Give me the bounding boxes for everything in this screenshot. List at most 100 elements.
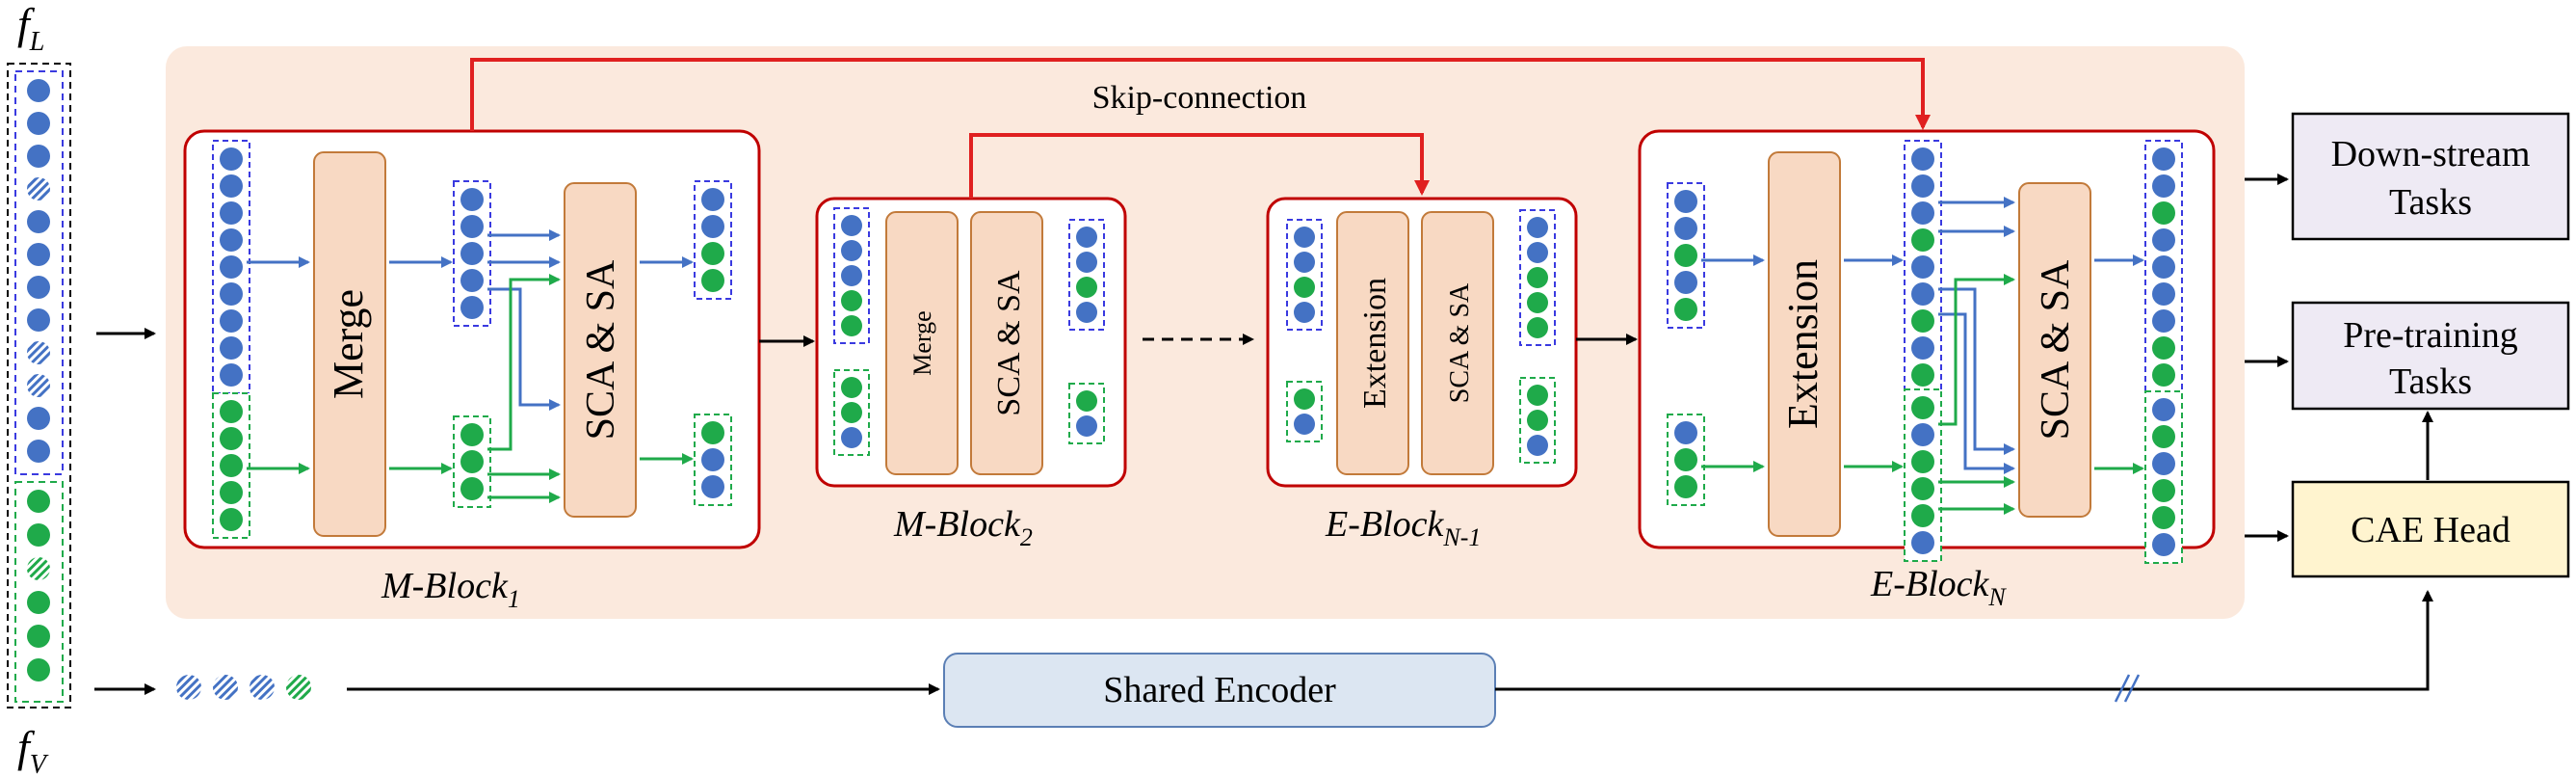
token: [460, 269, 484, 292]
token: [460, 215, 484, 238]
cae-head-label: CAE Head: [2351, 510, 2510, 550]
en-vis-out: [2144, 390, 2183, 564]
token: [1911, 477, 1934, 500]
f-l-label: fL: [17, 0, 44, 57]
token: [27, 79, 50, 102]
token: [1674, 190, 1697, 213]
token: [220, 282, 243, 306]
token: [1294, 414, 1315, 435]
token: [220, 255, 243, 279]
downstream-line1: Down-stream: [2331, 134, 2531, 174]
token: [1911, 147, 1934, 171]
input-outer-box: [7, 63, 71, 708]
token: [27, 308, 50, 332]
token: [27, 523, 50, 547]
token: [2152, 282, 2175, 306]
token: [2152, 363, 2175, 387]
token: [841, 215, 862, 236]
token: [220, 309, 243, 333]
m-block-1-label: M-Block1: [381, 566, 520, 613]
token: [1911, 531, 1934, 554]
input-features: fL fV: [7, 0, 71, 775]
extension-label-n1: Extension: [1357, 278, 1393, 409]
token: [460, 450, 484, 473]
en-text-mid: [1904, 140, 1942, 394]
m2-vis-in: [833, 369, 870, 456]
m1-vis-out: [694, 414, 732, 506]
token: [220, 228, 243, 252]
extension-op-n: [1768, 151, 1841, 537]
m1-vis-mid: [453, 415, 491, 508]
downstream-tasks-box: [2291, 112, 2570, 241]
token: [1527, 385, 1548, 406]
downstream-line2: Tasks: [2389, 182, 2472, 223]
skip-connection-inner: [969, 133, 1430, 199]
token: [1674, 244, 1697, 267]
token: [27, 658, 50, 681]
token: [1076, 390, 1097, 412]
token: [460, 477, 484, 500]
input-text-box: [14, 70, 64, 475]
sca-sa-label-2: SCA & SA: [991, 270, 1027, 416]
token: [701, 215, 724, 238]
sca-sa-label-1: SCA & SA: [579, 259, 623, 440]
input-vision-box: [14, 481, 64, 703]
token: [841, 290, 862, 311]
token: [2152, 255, 2175, 279]
token: [1527, 292, 1548, 313]
token: [841, 315, 862, 336]
merge-op-1: [313, 151, 386, 537]
token: [1076, 227, 1097, 248]
en-text-out: [2144, 140, 2183, 394]
token: [701, 269, 724, 292]
token: [460, 188, 484, 211]
token: [2152, 452, 2175, 475]
token: [460, 423, 484, 446]
m1-text-mid: [453, 180, 491, 327]
en1-vis-in: [1286, 381, 1323, 442]
token: [213, 675, 238, 700]
token: [841, 427, 862, 448]
sca-sa-op-2: [970, 211, 1043, 475]
token: [1294, 277, 1315, 298]
token: [1294, 302, 1315, 323]
flow-arrow: [1938, 312, 2015, 474]
en1-vis-out: [1519, 377, 1556, 464]
en1-text-in: [1286, 219, 1323, 331]
token: [27, 440, 50, 463]
merge-label-1: Merge: [325, 289, 372, 399]
token: [841, 402, 862, 423]
skip-connection-label: Skip-connection: [1092, 80, 1307, 116]
token: [1674, 271, 1697, 294]
token: [2152, 201, 2175, 225]
sca-sa-label-n: SCA & SA: [2034, 259, 2078, 440]
token: [841, 240, 862, 261]
token: [460, 296, 484, 319]
token: [1911, 282, 1934, 306]
f-v-label: fV: [17, 722, 49, 775]
m1-vis-in: [212, 392, 250, 539]
token: [1911, 309, 1934, 333]
token: [27, 341, 50, 364]
extension-op-n1: [1336, 211, 1409, 475]
token: [701, 448, 724, 471]
m1-text-in: [212, 140, 250, 394]
m2-text-in: [833, 207, 870, 344]
token: [460, 242, 484, 265]
cae-head-box: [2291, 480, 2570, 578]
shared-encoder-label: Shared Encoder: [1103, 670, 1336, 710]
merge-op-2: [885, 211, 959, 475]
token: [841, 265, 862, 286]
token: [27, 490, 50, 513]
token: [27, 243, 50, 266]
token: [27, 177, 50, 200]
token: [701, 242, 724, 265]
token: [220, 481, 243, 504]
m-block-2-label: M-Block2: [893, 504, 1033, 551]
token: [220, 454, 243, 477]
token: [1527, 317, 1548, 338]
token: [1294, 388, 1315, 410]
en-vis-mid: [1904, 388, 1942, 562]
token: [2152, 479, 2175, 502]
